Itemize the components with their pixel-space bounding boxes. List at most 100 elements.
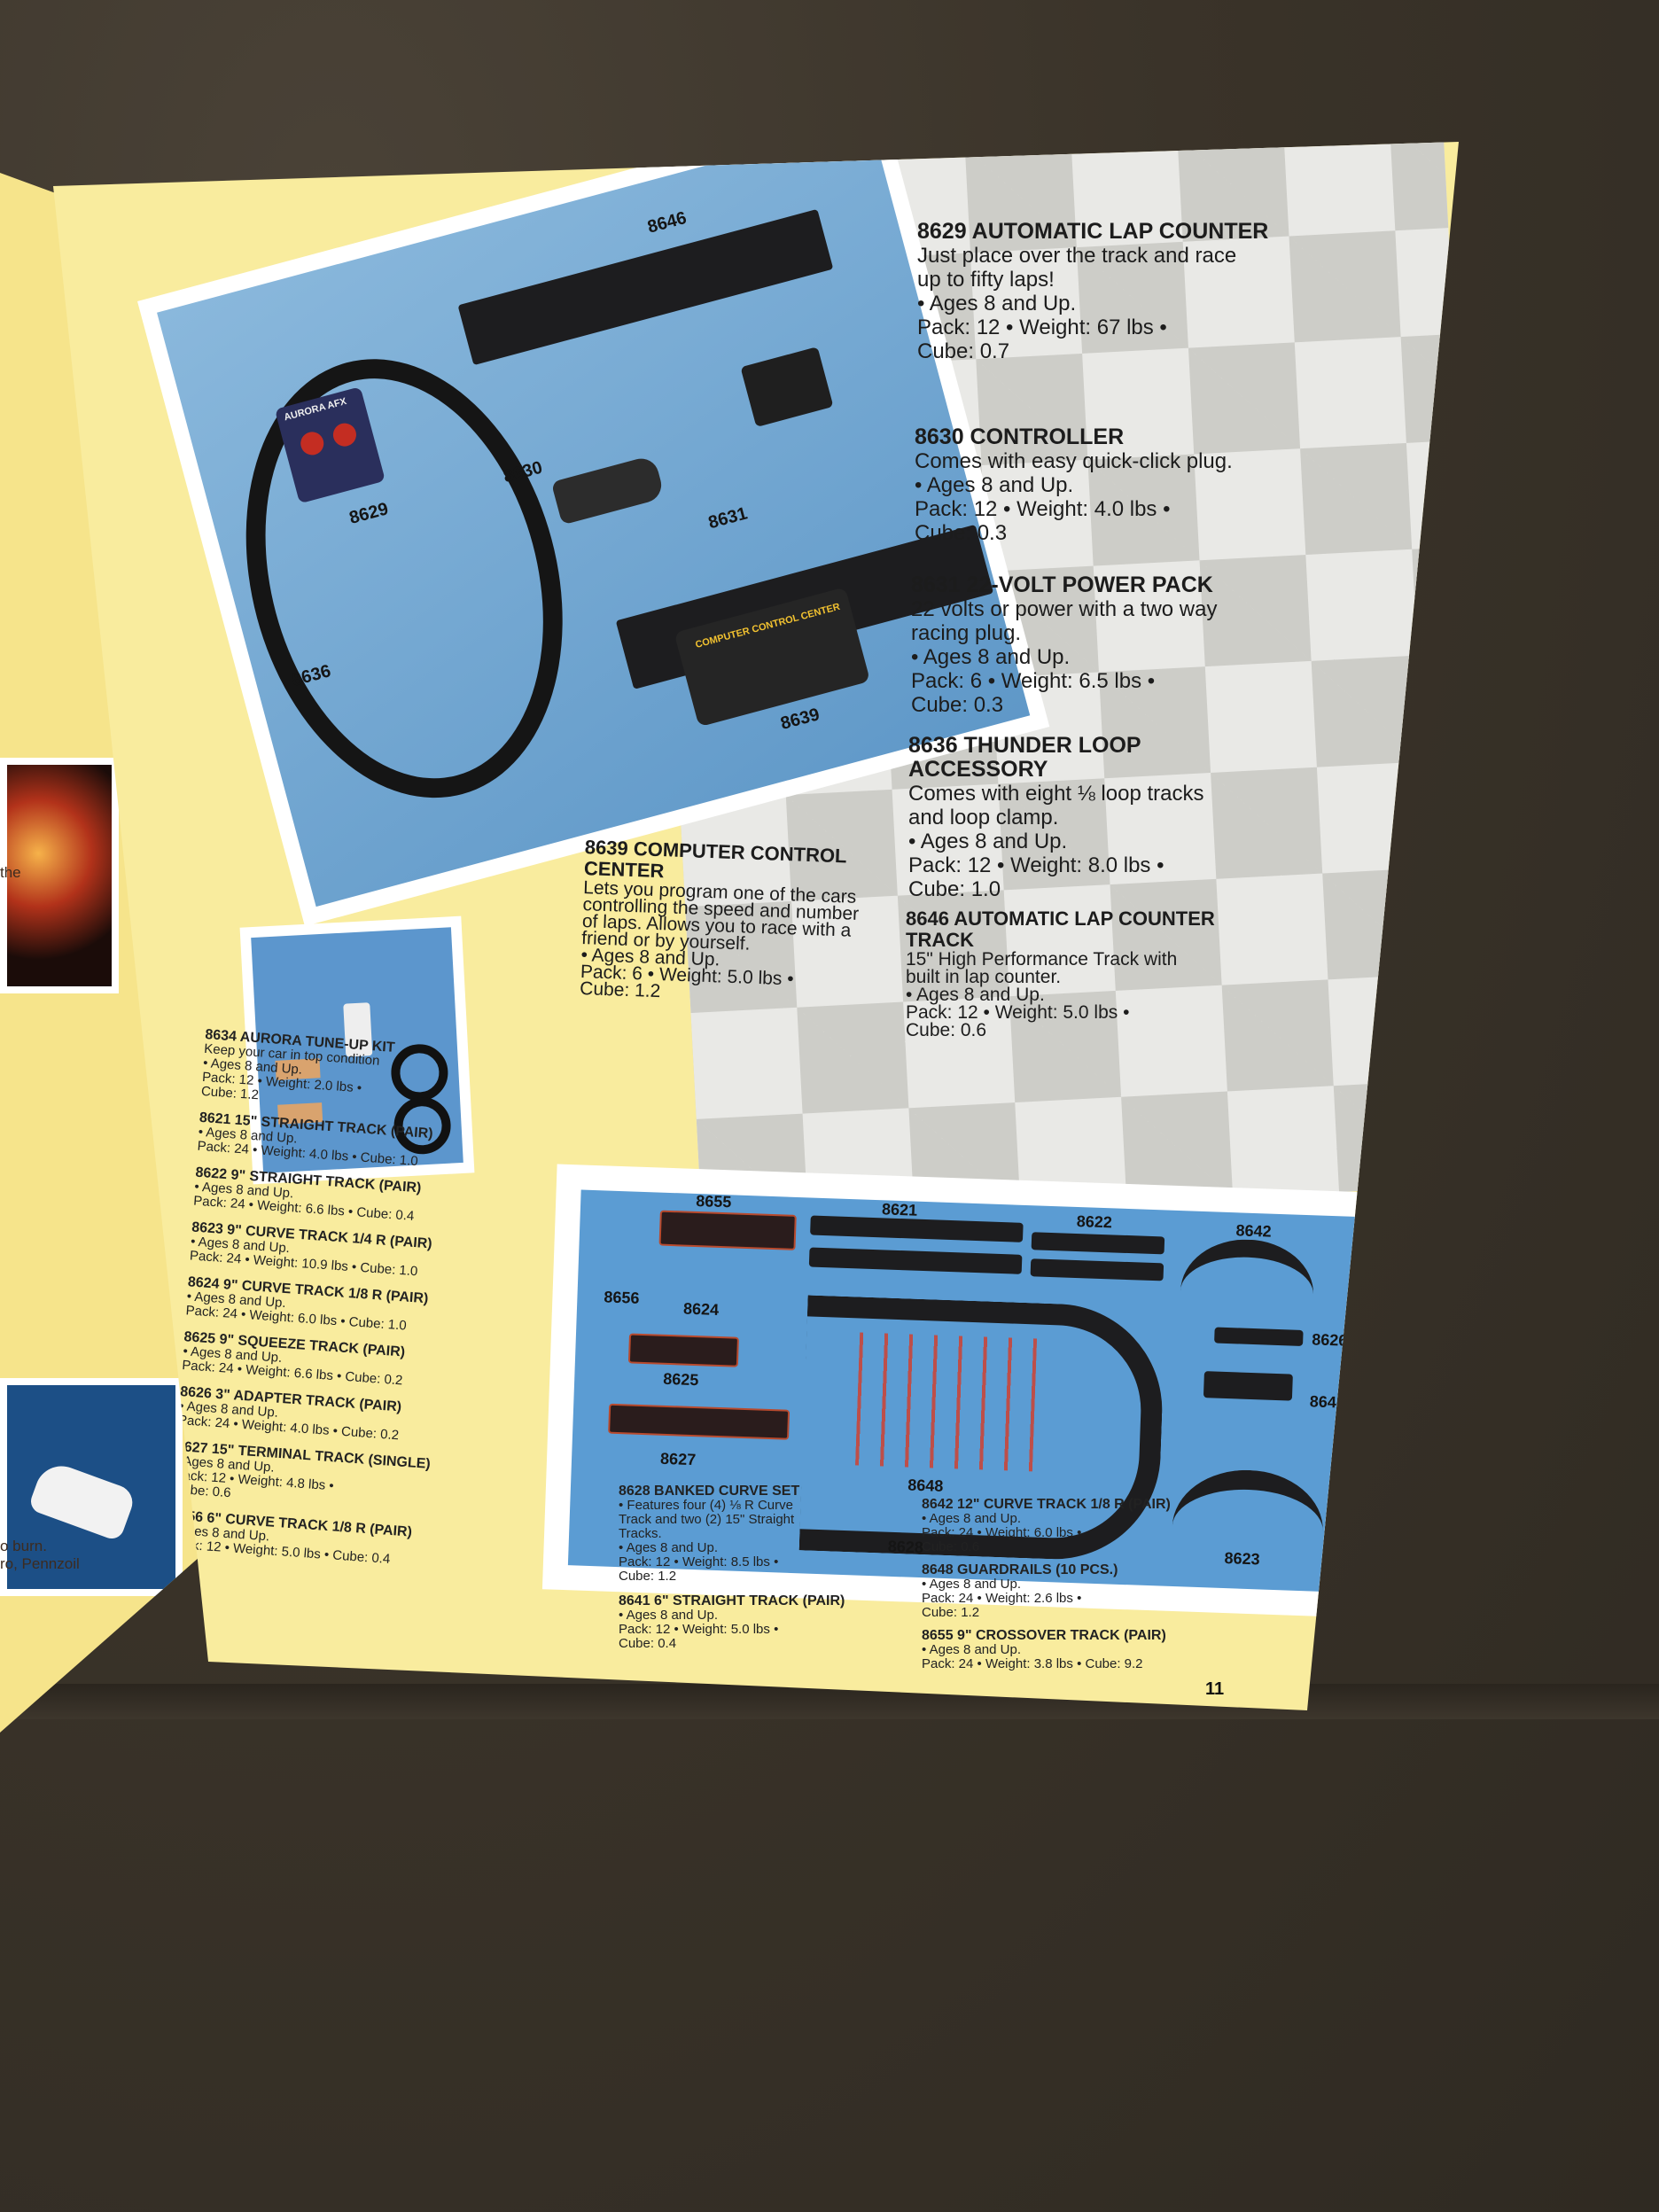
squeeze-track-image: [627, 1333, 739, 1367]
list-item-line: Cube: 1.2: [922, 1605, 980, 1620]
item-8629: 8629 AUTOMATIC LAP COUNTER Just place ov…: [917, 219, 1289, 364]
list-item-line: Tracks.: [619, 1526, 662, 1541]
photo-label-8646: 8646: [645, 207, 689, 238]
track-label-8624: 8624: [682, 1299, 720, 1319]
list-item-8626: 8626 3" ADAPTER TRACK (PAIR) • Ages 8 an…: [177, 1384, 516, 1451]
item-title: 8636 THUNDER LOOP ACCESSORY: [908, 733, 1141, 782]
list-item-8621: 8621 15" STRAIGHT TRACK (PAIR) • Ages 8 …: [197, 1110, 535, 1177]
track-label-8656: 8656: [604, 1288, 640, 1307]
item-line: Pack: 12 • Weight: 8.0 lbs •: [908, 853, 1164, 877]
list-item-title: 8628 BANKED CURVE SET: [619, 1484, 800, 1499]
item-title: 8629 AUTOMATIC LAP COUNTER: [917, 219, 1269, 244]
list-item-line: • Ages 8 and Up.: [922, 1511, 1021, 1526]
item-line: Comes with eight ⅛ loop tracks: [908, 782, 1204, 806]
item-line: Pack: 6 • Weight: 6.5 lbs •: [911, 669, 1156, 693]
crossover-track-image: [658, 1210, 797, 1250]
list-item-title: 8642 12" CURVE TRACK 1/8 R (PAIR): [922, 1497, 1171, 1512]
list-item-line: • Ages 8 and Up.: [922, 1577, 1021, 1592]
adapter-track-image: [1214, 1327, 1304, 1346]
list-item-line: Cube: 1.2: [619, 1569, 677, 1584]
item-line: • Ages 8 and Up.: [915, 473, 1074, 497]
list-item-line: Pack: 12 • Weight: 5.0 lbs •: [619, 1622, 779, 1637]
item-line: Cube: 0.7: [917, 339, 1010, 363]
list-item-title: 8655 9" CROSSOVER TRACK (PAIR): [922, 1628, 1166, 1643]
left-text-fragment-2: o burn.: [0, 1538, 47, 1554]
catalog-page: AURORA AFX COMPUTER CONTROL CENTER 8646 …: [53, 142, 1459, 1710]
race-car-image: [27, 1458, 137, 1543]
item-line: built in lap counter.: [906, 967, 1062, 987]
track-label-8625: 8625: [662, 1369, 699, 1390]
list-item-8625: 8625 9" SQUEEZE TRACK (PAIR) • Ages 8 an…: [182, 1329, 520, 1396]
list-item-8624: 8624 9" CURVE TRACK 1/8 R (PAIR) • Ages …: [185, 1274, 524, 1341]
short-track-image-2: [1030, 1258, 1164, 1281]
item-line: racing plug.: [911, 621, 1022, 645]
item-line: Cube: 1.0: [908, 877, 1001, 901]
list-item-8641: 8641 6" STRAIGHT TRACK (PAIR) • Ages 8 a…: [619, 1594, 884, 1651]
item-line: • Ages 8 and Up.: [911, 645, 1071, 669]
list-item-8628: 8628 BANKED CURVE SET • Features four (4…: [619, 1484, 884, 1584]
list-item-8622: 8622 9" STRAIGHT TRACK (PAIR) • Ages 8 a…: [193, 1165, 532, 1232]
six-inch-track-image: [1203, 1371, 1293, 1401]
item-title: 8630 CONTROLLER: [915, 424, 1125, 449]
left-text-fragment-1: the: [0, 864, 21, 881]
power-pack-image: [740, 347, 834, 428]
item-line: and loop clamp.: [908, 806, 1059, 830]
list-item-line: Cube: 0.4: [619, 1636, 677, 1651]
photo-label-8631: 8631: [705, 503, 750, 534]
left-photo-car: [0, 1378, 183, 1596]
counter-dial-right: [331, 420, 359, 449]
item-8631: 8631 22-VOLT POWER PACK 22 volts or powe…: [911, 573, 1301, 718]
left-item-list: 8634 AURORA TUNE-UP KIT Keep your car in…: [169, 1027, 541, 1575]
item-8630: 8630 CONTROLLER Comes with easy quick-cl…: [915, 424, 1305, 546]
item-line: Cube: 0.6: [906, 1020, 987, 1040]
list-item-line: • Ages 8 and Up.: [619, 1540, 718, 1555]
right-item-list: 8642 12" CURVE TRACK 1/8 R (PAIR) • Ages…: [922, 1498, 1223, 1671]
track-label-8628: 8628: [887, 1537, 924, 1557]
thunder-loop-image: [199, 323, 610, 834]
track-label-8627: 8627: [659, 1449, 697, 1469]
lap-counter-track-image: [457, 208, 834, 366]
left-photo-fire: [0, 758, 119, 993]
list-item-line: Pack: 24 • Weight: 2.6 lbs •: [922, 1591, 1082, 1606]
item-line: Just place over the track and race: [917, 244, 1237, 268]
middle-item-list: 8628 BANKED CURVE SET • Features four (4…: [619, 1484, 884, 1651]
couch-fold: [0, 1684, 1659, 1719]
counter-dial-left: [298, 429, 327, 458]
item-line: 22 volts or power with a two way: [911, 597, 1218, 621]
track-label-8655: 8655: [695, 1191, 732, 1211]
item-8646: 8646 AUTOMATIC LAP COUNTER TRACK 15" Hig…: [906, 908, 1260, 1040]
item-line: Comes with easy quick-click plug.: [915, 449, 1233, 473]
item-line: Pack: 12 • Weight: 67 lbs •: [917, 315, 1167, 339]
item-line: Cube: 0.3: [915, 521, 1008, 545]
list-item-8627: 8627 15" TERMINAL TRACK (SINGLE) • Ages …: [173, 1439, 513, 1520]
list-item-line: Pack: 24 • Weight: 6.0 lbs •: [922, 1525, 1082, 1540]
item-8639: 8639 COMPUTER CONTROL CENTER Lets you pr…: [580, 836, 886, 1008]
track-label-8623: 8623: [1224, 1549, 1260, 1569]
list-item-8648: 8648 GUARDRAILS (10 PCS.) • Ages 8 and U…: [922, 1563, 1223, 1620]
list-item-line: • Ages 8 and Up.: [922, 1642, 1021, 1657]
list-item-8634: 8634 AURORA TUNE-UP KIT Keep your car in…: [200, 1027, 541, 1122]
track-label-8642: 8642: [1235, 1221, 1272, 1241]
list-item-8642: 8642 12" CURVE TRACK 1/8 R (PAIR) • Ages…: [922, 1498, 1223, 1554]
straight-track-image-2: [808, 1247, 1023, 1274]
page-number: 11: [1205, 1679, 1225, 1699]
list-item-line: Pack: 12 • Weight: 8.5 lbs •: [619, 1554, 779, 1569]
list-item-line: Cube: 0.6: [922, 1539, 980, 1554]
list-item-8623: 8623 9" CURVE TRACK 1/4 R (PAIR) • Ages …: [189, 1219, 527, 1286]
list-item-line: • Ages 8 and Up.: [619, 1608, 718, 1623]
controller-image: [550, 455, 666, 526]
item-line: • Ages 8 and Up.: [906, 985, 1045, 1005]
item-line: Cube: 0.3: [911, 693, 1004, 717]
item-title: 8646 AUTOMATIC LAP COUNTER TRACK: [906, 907, 1215, 951]
item-8636: 8636 THUNDER LOOP ACCESSORY Comes with e…: [908, 733, 1263, 902]
terminal-track-image: [608, 1403, 791, 1440]
item-line: up to fifty laps!: [917, 268, 1055, 292]
list-item-title: 8641 6" STRAIGHT TRACK (PAIR): [619, 1593, 845, 1608]
track-label-8648: 8648: [907, 1476, 944, 1495]
item-line: • Ages 8 and Up.: [917, 292, 1077, 315]
track-label-8621: 8621: [881, 1200, 918, 1219]
left-text-fragment-3: ro, Pennzoil: [0, 1555, 80, 1572]
photo-label-8639: 8639: [778, 705, 822, 734]
list-item-8656: 8656 6" CURVE TRACK 1/8 R (PAIR) • Ages …: [169, 1508, 508, 1575]
item-line: • Ages 8 and Up.: [908, 830, 1068, 853]
